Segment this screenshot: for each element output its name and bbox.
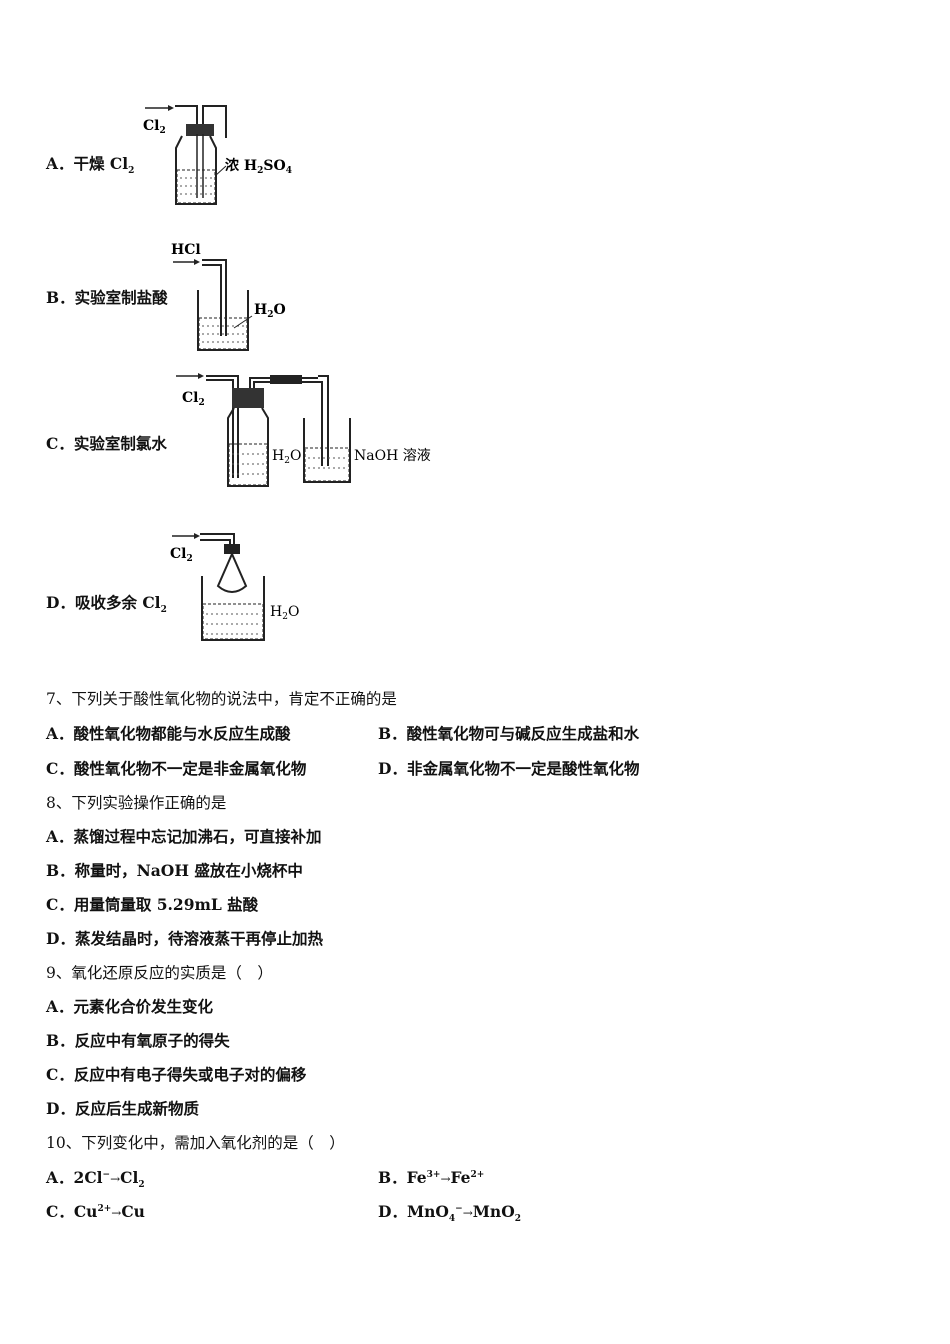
- question-10-stem: 10、下列变化中，需加入氧化剂的是（ ）: [46, 1134, 345, 1152]
- q9-option-b: B．反应中有氧原子的得失: [46, 1031, 230, 1050]
- liquid-label: H2O: [270, 604, 299, 622]
- q7-option-d: D．非金属氧化物不一定是酸性氧化物: [378, 759, 640, 778]
- option-letter: B．: [46, 288, 75, 307]
- question-9-stem: 9、氧化还原反应的实质是（ ）: [46, 964, 273, 982]
- option-letter: D．: [46, 593, 75, 612]
- option-c-make-chlorine-water: C．实验室制氯水: [46, 432, 167, 454]
- subscript: 2: [160, 605, 167, 616]
- drying-bottle-figure: Cl2 浓 H2SO4: [143, 105, 292, 205]
- q10-option-c: C．Cu2+→Cu: [46, 1202, 145, 1221]
- option-b-make-hcl: B．实验室制盐酸: [46, 286, 168, 308]
- option-d-absorb-cl2: D．吸收多余 Cl2: [46, 591, 167, 615]
- q9-option-a: A．元素化合价发生变化: [46, 997, 214, 1016]
- q7-option-a: A．酸性氧化物都能与水反应生成酸: [46, 724, 291, 743]
- question-8-stem: 8、下列实验操作正确的是: [46, 794, 227, 812]
- q8-option-d: D．蒸发结晶时，待溶液蒸干再停止加热: [46, 929, 323, 948]
- option-letter: A．: [46, 154, 74, 173]
- option-a-dry-cl2: A．干燥 Cl2: [46, 152, 134, 176]
- question-7-stem: 7、下列关于酸性氧化物的说法中，肯定不正确的是: [46, 690, 397, 708]
- liquid-label: H2O: [254, 302, 286, 320]
- gas-label: Cl2: [170, 546, 193, 564]
- funnel-absorption-figure: Cl2 H2O: [170, 533, 299, 641]
- q7-option-c: C．酸性氧化物不一定是非金属氧化物: [46, 759, 307, 778]
- q10-option-a: A．2Cl−→Cl2: [46, 1168, 145, 1191]
- option-text: 干燥 Cl: [73, 154, 129, 173]
- option-text: 吸收多余 Cl: [74, 593, 161, 612]
- option-text: 实验室制盐酸: [74, 288, 168, 307]
- subscript: 2: [128, 166, 135, 177]
- q8-option-c: C．用量筒量取 5.29mL 盐酸: [46, 895, 259, 914]
- q10-option-d: D．MnO4−→MnO2: [378, 1202, 521, 1225]
- q9-option-c: C．反应中有电子得失或电子对的偏移: [46, 1065, 307, 1084]
- liquid-label: H2O: [272, 448, 301, 466]
- gas-label: HCl: [171, 242, 201, 258]
- option-text: 实验室制氯水: [73, 434, 167, 453]
- q7-option-b: B．酸性氧化物可与碱反应生成盐和水: [378, 724, 640, 743]
- q10-option-b: B．Fe3+→Fe2+: [378, 1168, 485, 1187]
- q9-option-d: D．反应后生成新物质: [46, 1099, 199, 1118]
- naoh-label: NaOH 溶液: [354, 448, 431, 464]
- chlorine-water-apparatus-figure: Cl2 H2O NaOH 溶液: [176, 373, 431, 487]
- gas-label: Cl2: [143, 118, 166, 136]
- gas-label: Cl2: [182, 390, 205, 408]
- q8-option-a: A．蒸馏过程中忘记加沸石，可直接补加: [46, 827, 322, 846]
- liquid-label: 浓 H2SO4: [225, 157, 292, 176]
- beaker-figure: HCl H2O: [171, 242, 286, 351]
- option-letter: C．: [46, 434, 74, 453]
- q8-option-b: B．称量时，NaOH 盛放在小烧杯中: [46, 861, 303, 880]
